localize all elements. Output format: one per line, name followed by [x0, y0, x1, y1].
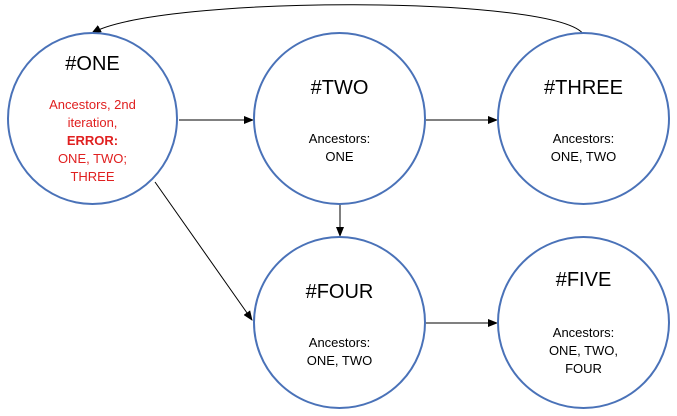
node-one-line: Ancestors, 2nd — [49, 97, 136, 112]
node-three-line: ONE, TWO — [550, 149, 617, 164]
edge-three-to-one — [91, 4, 585, 36]
node-one-line: iteration, — [67, 115, 118, 130]
edge-one-to-four — [154, 181, 253, 321]
node-one: #ONE Ancestors, 2nd iteration, ERROR: ON… — [7, 32, 178, 205]
node-three-ancestors: Ancestors: ONE, TWO — [499, 130, 668, 166]
node-five-ancestors: Ancestors: ONE, TWO, FOUR — [499, 324, 668, 378]
node-four: #FOUR Ancestors: ONE, TWO — [253, 236, 426, 409]
node-five: #FIVE Ancestors: ONE, TWO, FOUR — [497, 236, 670, 409]
node-two-title: #TWO — [310, 77, 369, 99]
node-one-line: THREE — [70, 169, 115, 184]
node-two-line: Ancestors: — [308, 131, 371, 146]
node-one-ancestors: Ancestors, 2nd iteration, ERROR: ONE, TW… — [9, 96, 176, 186]
node-three-title: #THREE — [544, 77, 623, 99]
node-one-error-label: ERROR: — [66, 133, 119, 148]
node-four-title: #FOUR — [305, 281, 374, 303]
node-one-title: #ONE — [65, 53, 120, 75]
node-one-line: ONE, TWO; — [57, 151, 128, 166]
node-two: #TWO Ancestors: ONE — [253, 32, 426, 205]
node-five-title: #FIVE — [555, 269, 612, 291]
node-two-ancestors: Ancestors: ONE — [255, 130, 424, 166]
node-three: #THREE Ancestors: ONE, TWO — [497, 32, 670, 205]
node-four-line: ONE, TWO — [306, 353, 373, 368]
node-three-line: Ancestors: — [552, 131, 615, 146]
node-two-line: ONE — [325, 149, 354, 164]
node-four-ancestors: Ancestors: ONE, TWO — [255, 334, 424, 370]
node-five-line: Ancestors: — [552, 325, 615, 340]
node-four-line: Ancestors: — [308, 335, 371, 350]
node-five-line: FOUR — [565, 361, 602, 376]
node-five-line: ONE, TWO, — [548, 343, 619, 358]
